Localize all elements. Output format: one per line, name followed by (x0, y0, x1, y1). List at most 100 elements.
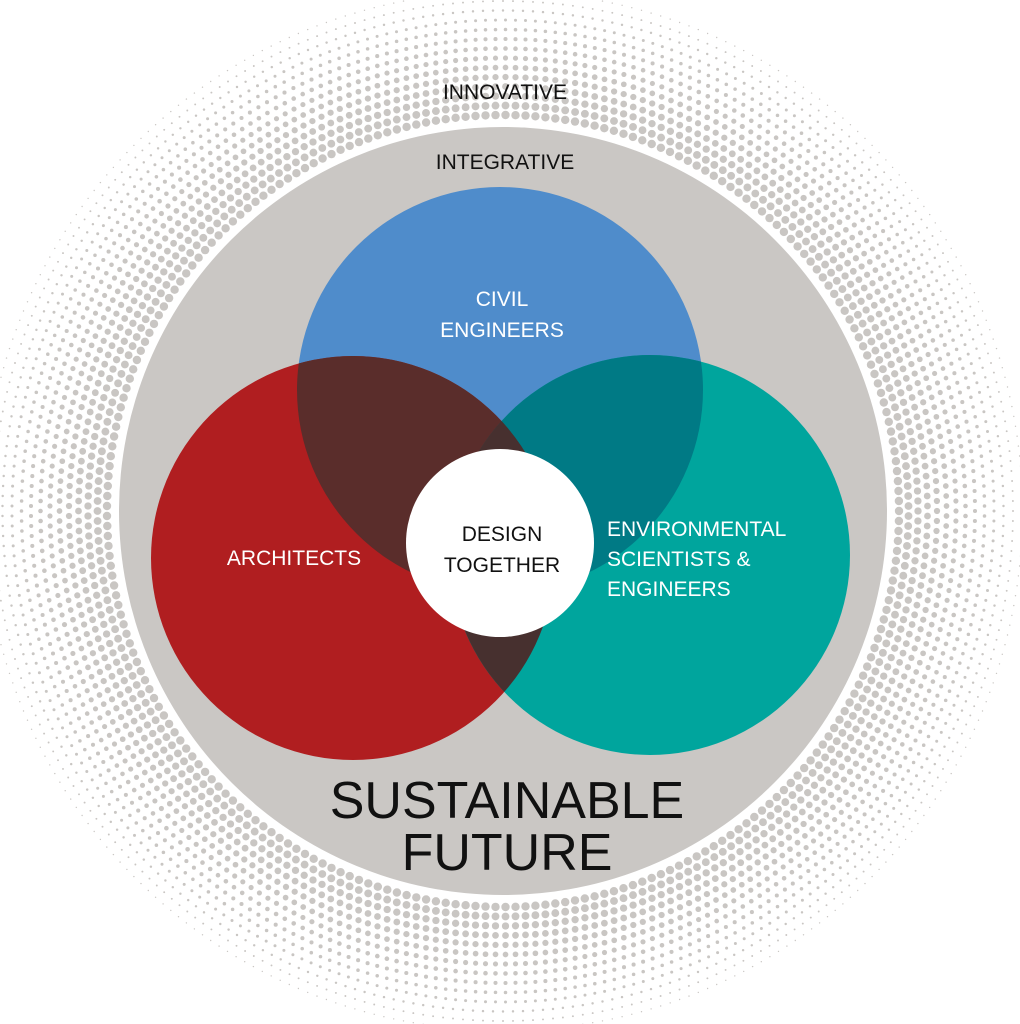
halftone-dot (249, 850, 257, 858)
halftone-dot (892, 466, 902, 476)
halftone-dot (59, 370, 64, 376)
halftone-dot (804, 856, 810, 862)
halftone-dot (93, 497, 102, 505)
halftone-dot (676, 121, 684, 129)
halftone-dot (920, 562, 928, 570)
halftone-dot (186, 109, 189, 112)
halftone-dot (782, 887, 787, 892)
halftone-dot (170, 833, 176, 838)
halftone-dot (777, 69, 780, 72)
halftone-dot (1007, 440, 1010, 443)
halftone-dot (908, 270, 913, 275)
halftone-dot (783, 119, 788, 123)
halftone-dot (868, 804, 873, 809)
halftone-dot (957, 434, 962, 439)
halftone-dot (784, 822, 792, 830)
halftone-dot (552, 958, 558, 964)
halftone-dot (829, 758, 838, 766)
halftone-dot (193, 92, 196, 94)
halftone-dot (1004, 599, 1007, 602)
halftone-dot (393, 106, 401, 114)
halftone-dot (165, 754, 174, 762)
halftone-dot (146, 743, 154, 750)
halftone-dot (914, 497, 922, 505)
halftone-dot (300, 132, 308, 140)
halftone-dot (451, 1007, 455, 1011)
halftone-dot (441, 105, 450, 114)
halftone-dot (923, 492, 931, 500)
halftone-dot (897, 705, 903, 712)
halftone-dot (130, 753, 137, 759)
halftone-dot (746, 865, 753, 872)
halftone-dot (89, 398, 96, 406)
halftone-dot (20, 539, 25, 543)
halftone-dot (22, 559, 26, 563)
halftone-dot (686, 95, 693, 101)
halftone-dot (706, 944, 711, 949)
halftone-dot (873, 634, 883, 643)
halftone-dot (834, 110, 836, 113)
halftone-dot (413, 63, 419, 69)
halftone-dot (895, 591, 904, 600)
halftone-dot (948, 306, 952, 310)
halftone-dot (121, 805, 126, 810)
halftone-dot (631, 972, 636, 977)
halftone-dot (669, 960, 674, 964)
halftone-dot (687, 984, 690, 987)
halftone-dot (649, 90, 656, 97)
halftone-dot (933, 507, 941, 515)
halftone-dot (929, 448, 937, 455)
halftone-dot (108, 696, 116, 703)
halftone-dot (737, 155, 745, 163)
halftone-dot (451, 919, 460, 927)
halftone-dot (209, 843, 216, 849)
halftone-dot (502, 941, 509, 949)
halftone-dot (181, 803, 189, 810)
halftone-dot (640, 939, 646, 945)
halftone-dot (922, 472, 930, 480)
halftone-dot (659, 932, 665, 938)
halftone-dot (891, 644, 899, 652)
halftone-dot (939, 310, 944, 315)
halftone-dot (933, 413, 940, 420)
halftone-dot (651, 977, 655, 981)
halftone-dot (334, 37, 338, 41)
halftone-dot (611, 78, 618, 85)
halftone-dot (891, 737, 897, 743)
halftone-dot (383, 118, 392, 127)
halftone-dot (194, 103, 197, 106)
halftone-dot (854, 680, 863, 689)
halftone-dot (863, 328, 872, 337)
halftone-dot (274, 867, 282, 875)
halftone-dot (48, 319, 52, 323)
halftone-dot (482, 961, 489, 967)
halftone-dot (111, 388, 120, 397)
halftone-dot (501, 902, 510, 912)
halftone-dot (318, 103, 325, 110)
halftone-dot (121, 212, 126, 217)
halftone-dot (990, 549, 994, 553)
halftone-dot (902, 375, 910, 382)
halftone-dot (300, 71, 304, 76)
halftone-dot (26, 588, 30, 593)
halftone-dot (533, 970, 538, 975)
halftone-dot (264, 89, 269, 94)
halftone-dot (713, 119, 719, 125)
halftone-dot (971, 613, 975, 617)
halftone-dot (266, 174, 275, 183)
halftone-dot (542, 57, 548, 63)
halftone-dot (443, 31, 448, 35)
halftone-dot (940, 453, 946, 460)
halftone-dot (593, 991, 597, 995)
halftone-dot (60, 703, 65, 707)
halftone-dot (404, 990, 408, 994)
halftone-dot (969, 714, 972, 717)
halftone-dot (898, 220, 902, 224)
halftone-dot (792, 917, 796, 920)
halftone-dot (946, 587, 952, 594)
halftone-dot (679, 51, 683, 55)
halftone-dot (89, 650, 97, 657)
halftone-dot (452, 76, 459, 83)
halftone-dot (373, 111, 382, 120)
halftone-dot (283, 174, 293, 183)
